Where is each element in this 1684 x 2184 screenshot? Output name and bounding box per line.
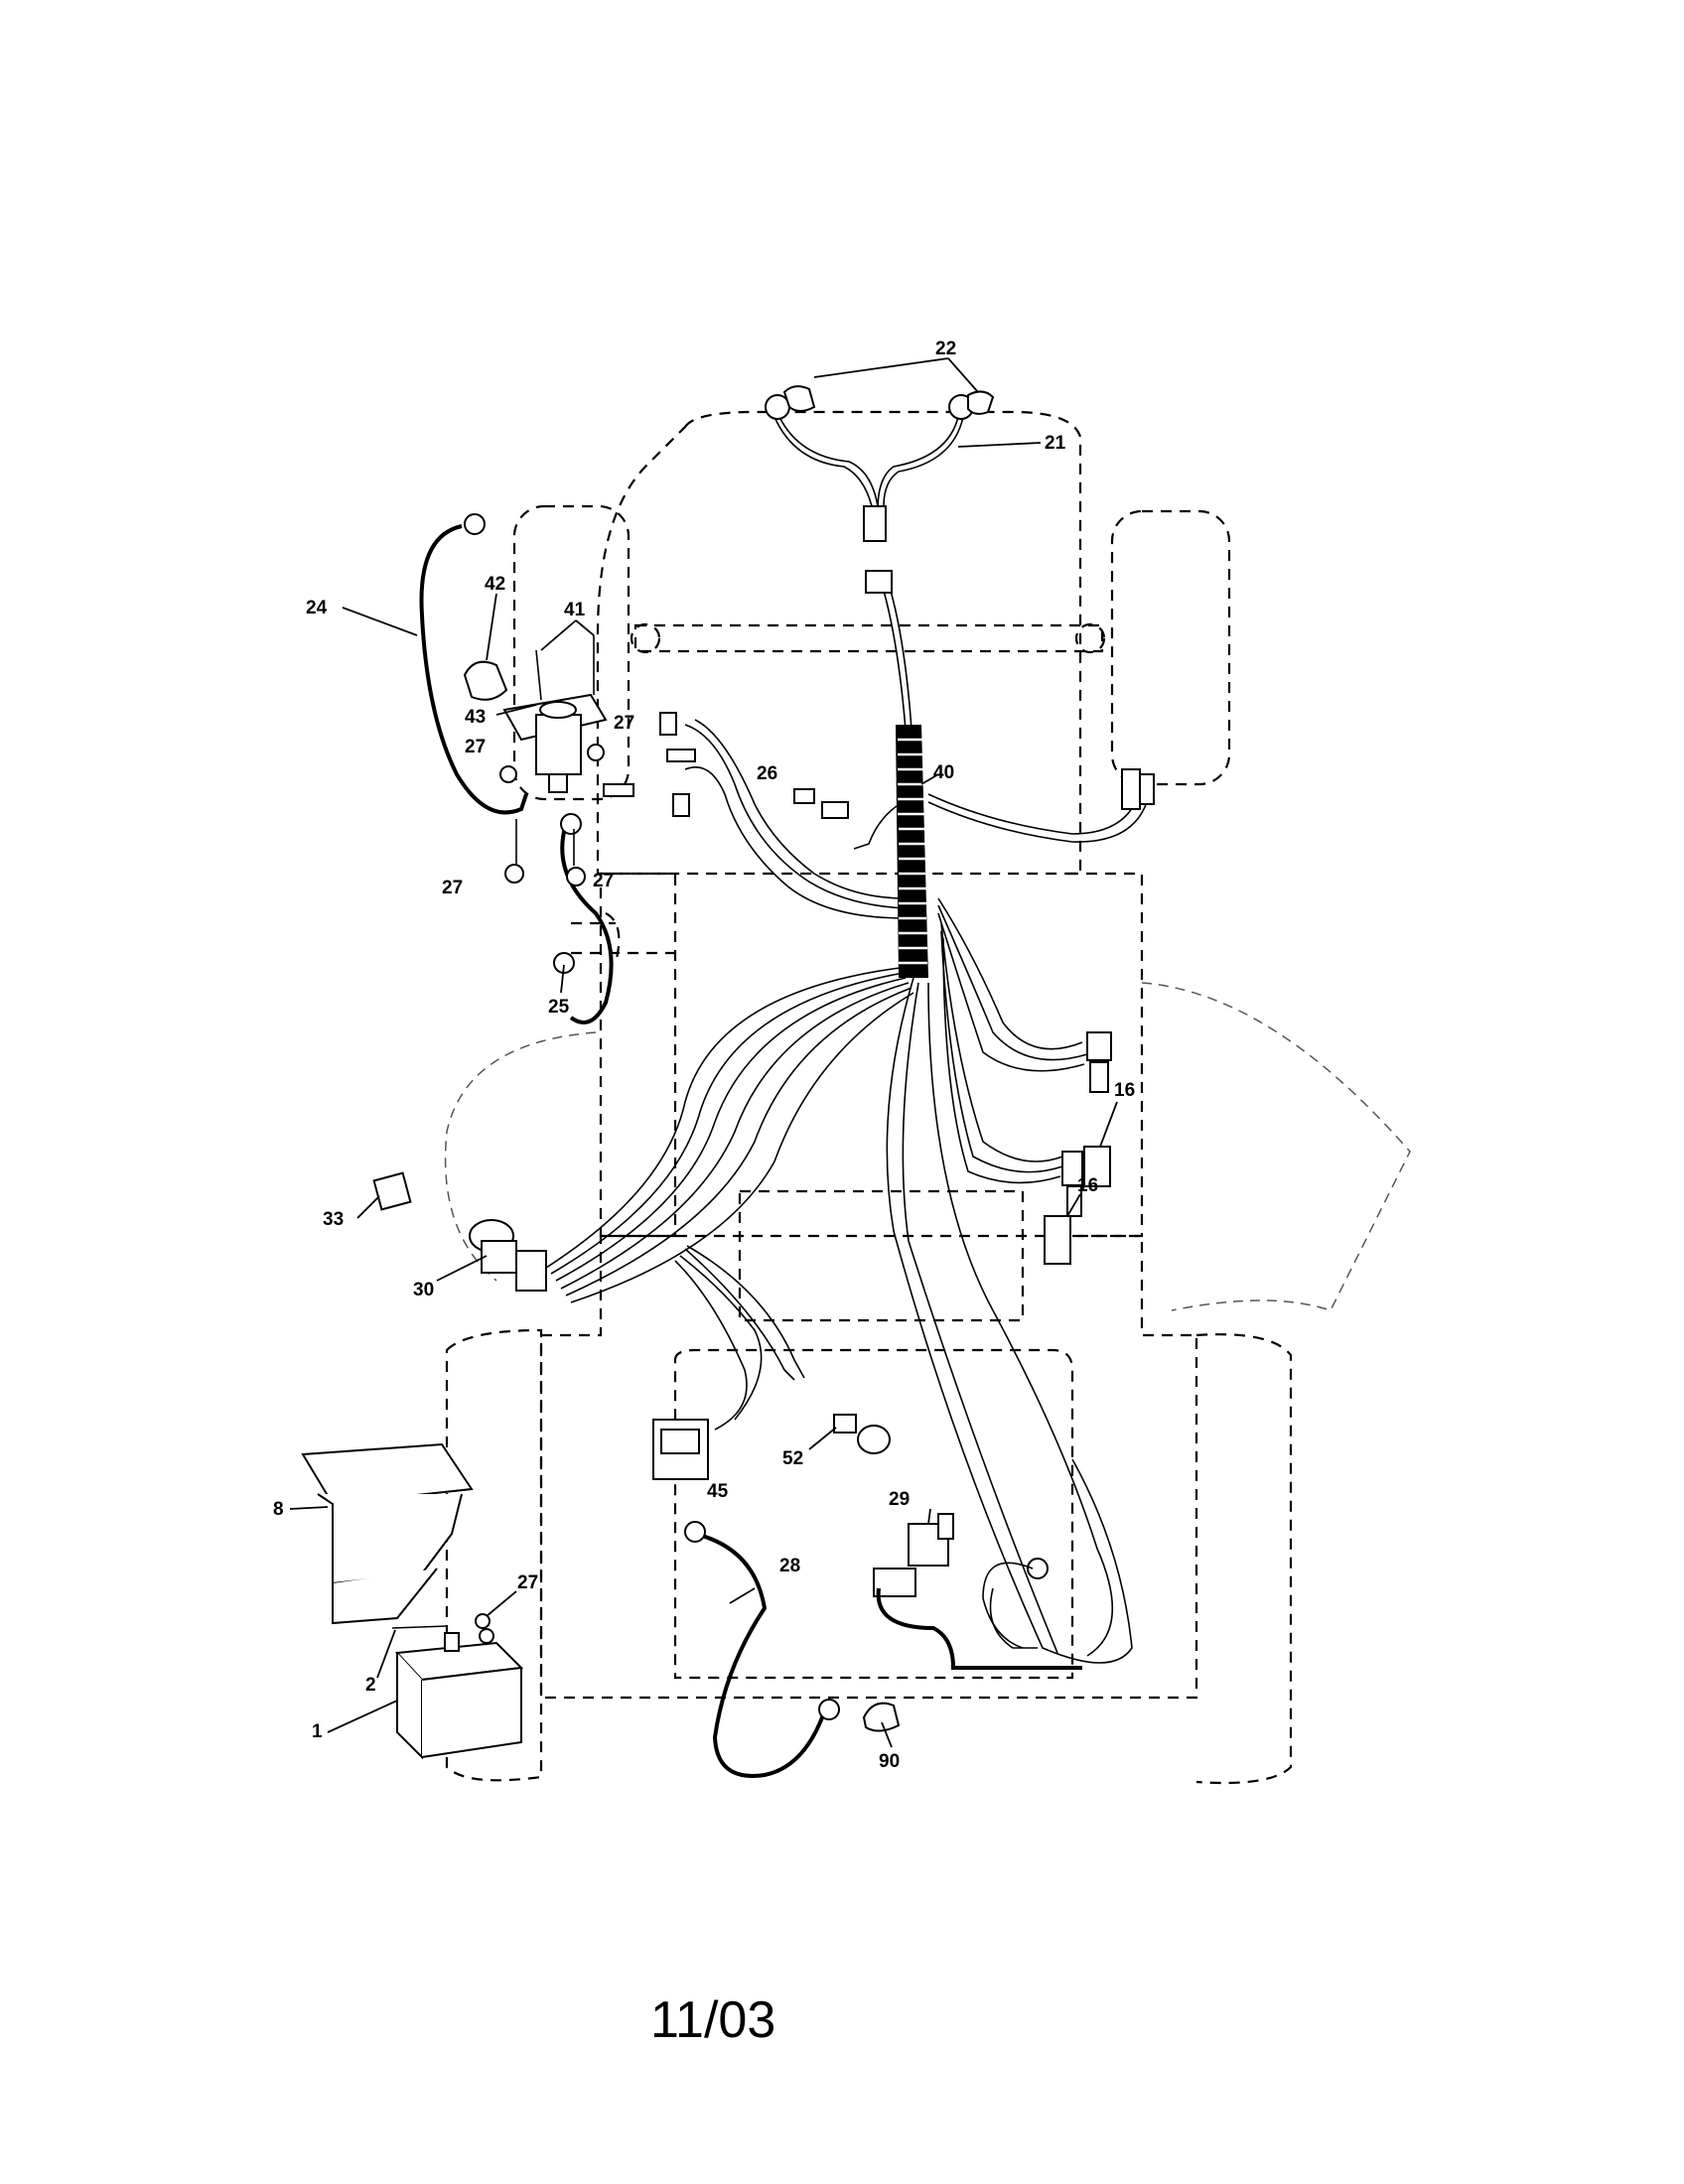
callout-26: 26 <box>757 763 777 784</box>
callout-41: 41 <box>564 600 586 620</box>
callout-16: 16 <box>1114 1080 1135 1101</box>
connectors <box>372 768 1155 1778</box>
callout-1: 1 <box>312 1721 323 1742</box>
callout-27: 27 <box>593 871 614 891</box>
callout-27: 27 <box>614 713 634 734</box>
callout-40: 40 <box>933 762 954 783</box>
main-harness-wires <box>545 590 1148 1664</box>
callout-16: 16 <box>1077 1175 1098 1196</box>
battery-tray <box>301 1442 474 1625</box>
callout-25: 25 <box>548 997 570 1018</box>
callout-45: 45 <box>707 1481 729 1502</box>
battery <box>391 1613 524 1760</box>
callout-33: 33 <box>323 1209 344 1230</box>
leader-lines <box>289 357 1118 1748</box>
callout-labels: 22 21 24 42 41 43 27 27 27 27 26 40 25 1… <box>273 339 1135 1772</box>
callout-30: 30 <box>413 1280 434 1300</box>
callout-24: 24 <box>306 598 328 618</box>
solenoid-assembly <box>419 513 696 1024</box>
harness-sleeve <box>896 725 928 978</box>
tractor-outline <box>444 410 1411 1785</box>
callout-43: 43 <box>465 707 486 728</box>
headlight-harness <box>765 385 995 594</box>
callout-90: 90 <box>879 1751 900 1772</box>
callout-27: 27 <box>442 878 463 898</box>
callout-22: 22 <box>935 339 956 359</box>
callout-28: 28 <box>779 1556 800 1576</box>
callout-27: 27 <box>465 737 486 757</box>
callout-2: 2 <box>365 1675 376 1696</box>
callout-52: 52 <box>782 1448 803 1469</box>
date-code: 11/03 <box>650 1991 775 2049</box>
callout-8: 8 <box>273 1499 284 1520</box>
callout-29: 29 <box>889 1489 910 1510</box>
callout-42: 42 <box>485 574 505 595</box>
callout-27: 27 <box>517 1572 538 1593</box>
callout-21: 21 <box>1045 433 1066 454</box>
